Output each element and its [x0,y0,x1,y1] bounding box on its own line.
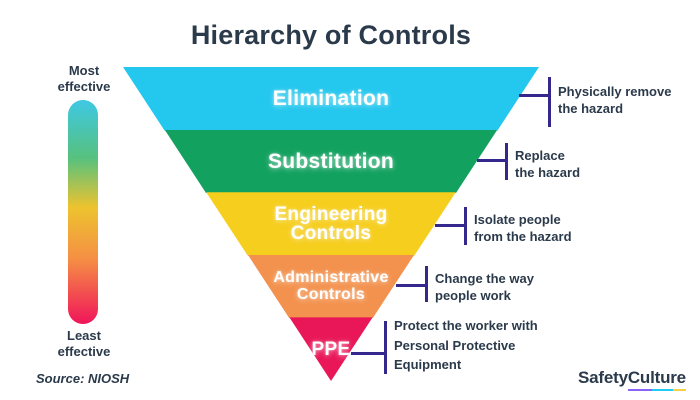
most-effective-label: Most effective [57,63,111,95]
level-label-administrative-controls: Administrative Controls [273,269,389,303]
annotation-engineering-controls: Isolate people from the hazard [474,212,572,245]
pyramid-level-engineering-controls: Engineering Controls [206,192,456,256]
level-label-elimination: Elimination [272,87,390,111]
effectiveness-gradient-bar [68,100,98,324]
logo-underline [627,388,686,391]
logo-underline-purple [627,388,653,391]
logo-underline-cyan [652,388,673,391]
annotation-elimination: Physically remove the hazard [558,84,672,117]
connector-bar-ppe [384,321,387,374]
connector-bar-engineering-controls [464,207,467,245]
connector-line-elimination [519,94,550,97]
annotation-administrative-controls: Change the way people work [435,271,534,304]
least-effective-label: Least effective [57,328,111,360]
pyramid-level-elimination: Elimination [123,67,539,131]
source-attribution: Source: NIOSH [36,371,130,386]
level-label-substitution: Substitution [267,149,395,173]
inverted-pyramid: Elimination Substitution Engineering Con… [123,67,539,381]
logo-text-safety: Safety [578,368,628,387]
connector-line-engineering-controls [435,224,466,227]
connector-line-substitution [477,159,507,162]
connector-line-ppe [351,352,386,355]
connector-bar-elimination [548,77,551,127]
logo-text-culture: Culture [627,368,686,391]
connector-line-administrative-controls [396,284,427,287]
level-label-engineering-controls: Engineering Controls [274,203,388,244]
annotation-ppe: Protect the worker with Personal Protect… [394,318,538,372]
connector-bar-administrative-controls [425,266,428,302]
page-title: Hierarchy of Controls [190,20,472,50]
connector-bar-substitution [505,143,508,180]
logo-underline-yellow [672,388,686,391]
safetyculture-logo: SafetyCulture [578,368,686,391]
pyramid-level-substitution: Substitution [164,129,498,194]
level-label-ppe: PPE [311,338,351,360]
annotation-substitution: Replace the hazard [515,148,581,181]
